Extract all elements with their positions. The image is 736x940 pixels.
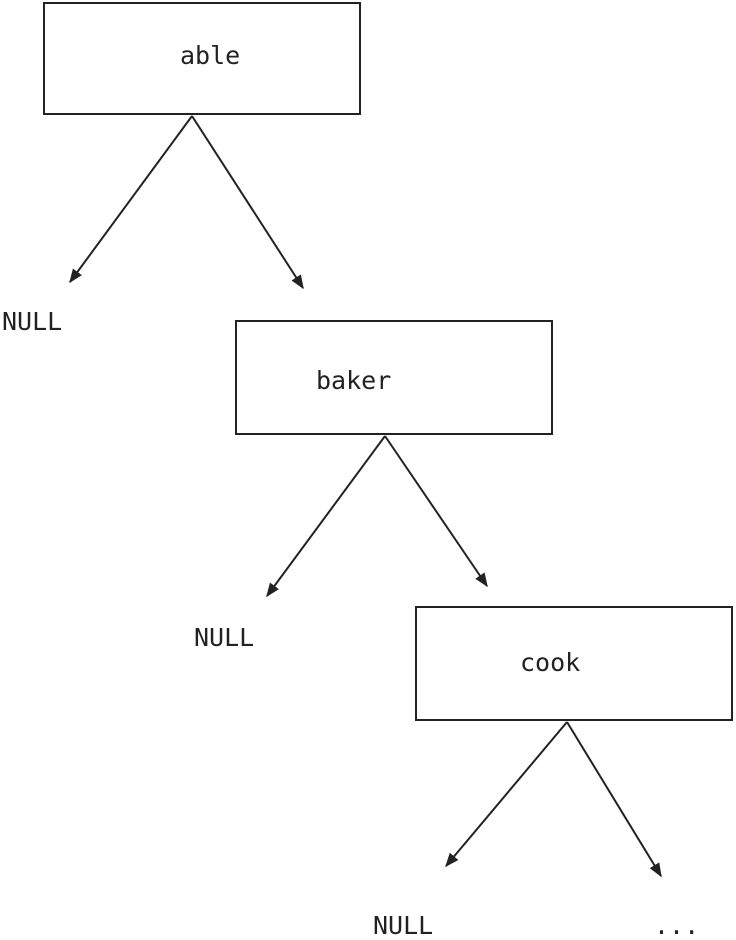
left-pointer-arrow [445,721,568,868]
left-pointer-arrow [69,115,193,284]
node-label: baker [316,366,391,395]
continuation-ellipsis: ... [654,911,699,940]
null-label: NULL [194,623,254,652]
null-label: NULL [2,307,62,336]
node-box [43,2,361,115]
node-label: cook [520,648,580,677]
node-box [415,606,733,721]
right-pointer-arrow [191,115,304,290]
null-label: NULL [373,911,433,940]
node-able: able [43,2,361,115]
node-box [235,320,553,435]
right-pointer-arrow [384,435,488,588]
node-baker: baker [235,320,553,435]
left-pointer-arrow [266,435,386,598]
right-pointer-arrow [566,721,662,878]
node-label: able [180,41,240,70]
node-cook: cook [415,606,733,721]
